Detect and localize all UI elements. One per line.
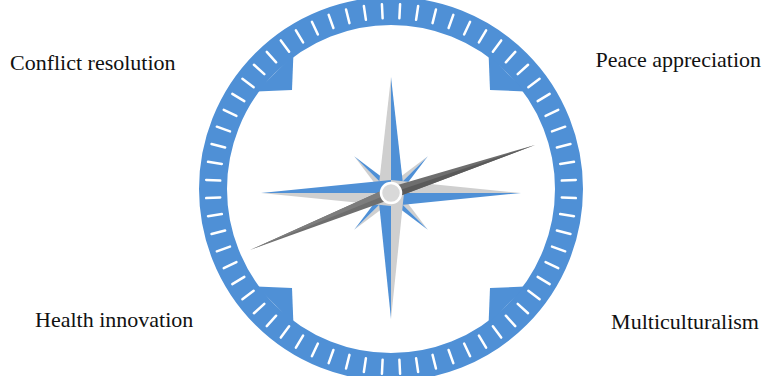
ring-tick [479, 336, 486, 348]
needle-half [250, 187, 391, 250]
ring-notches [257, 55, 526, 324]
ring-tick [479, 30, 486, 42]
ring-tick [364, 6, 366, 20]
corner-label: Multiculturalism [611, 309, 759, 335]
ring-tick [562, 196, 576, 199]
ring-tick [212, 231, 226, 234]
ring-tick [557, 231, 571, 234]
ring-tick [232, 94, 244, 101]
ring-tick [254, 65, 264, 74]
ring-notch [257, 287, 294, 324]
ring-tick [518, 65, 528, 74]
ring-tick [329, 15, 334, 28]
ring-tick [254, 304, 264, 313]
ring-tick [433, 10, 436, 24]
ring-tick [381, 4, 384, 18]
ring-tick [217, 127, 230, 132]
ring-tick [546, 110, 559, 116]
ring-tick [224, 110, 237, 116]
ring-tick [398, 360, 401, 374]
needle-half [391, 145, 535, 199]
ring-tick [433, 355, 436, 369]
ring-tick [267, 316, 276, 326]
star-point [391, 193, 404, 319]
ring-tick [296, 336, 303, 348]
ring-notch [489, 55, 526, 92]
ring-tick [346, 355, 349, 369]
star-point [391, 77, 404, 193]
corner-label: Health innovation [35, 307, 193, 333]
star-point [391, 193, 521, 206]
ring-tick [232, 277, 244, 284]
ring-ticks [206, 4, 576, 374]
ring-tick [528, 79, 539, 87]
ring-tick [560, 162, 574, 164]
ring-tick [381, 360, 384, 374]
ring-tick [552, 127, 565, 132]
ring-tick [296, 30, 303, 42]
ring-tick [346, 10, 349, 24]
ring-tick [281, 326, 289, 337]
ring-tick [217, 247, 230, 252]
ring-tick [464, 344, 470, 357]
ring-tick [329, 350, 334, 363]
ring-tick [364, 358, 366, 372]
ring-notch [489, 287, 526, 324]
ring-tick [493, 326, 501, 337]
ring-tick [242, 79, 253, 87]
star-point [261, 180, 391, 193]
ring-tick [506, 52, 515, 62]
ring-notch [257, 55, 294, 92]
ring-tick [557, 144, 571, 147]
ring-tick [560, 214, 574, 216]
ring-tick [267, 52, 276, 62]
star-point [378, 193, 391, 319]
ring-tick [552, 247, 565, 252]
ring-tick [493, 40, 501, 51]
ring-tick [449, 15, 454, 28]
ring-tick [206, 179, 220, 182]
ring-tick [398, 4, 401, 18]
ring-tick [546, 262, 559, 268]
needle-body [250, 145, 535, 250]
ring-tick [242, 291, 253, 299]
ring-tick [281, 40, 289, 51]
corner-label: Conflict resolution [10, 50, 176, 76]
compass-star [261, 77, 521, 319]
ring-tick [416, 6, 418, 20]
ring-tick [506, 316, 515, 326]
ring-tick [212, 144, 226, 147]
ring-tick [562, 179, 576, 182]
ring-tick [528, 291, 539, 299]
star-point [378, 77, 391, 193]
ring-tick [312, 22, 318, 35]
compass-needle [250, 145, 535, 250]
ring-tick [312, 344, 318, 357]
ring-tick [518, 304, 528, 313]
ring-tick [208, 162, 222, 164]
ring-tick [538, 94, 550, 101]
ring-tick [538, 277, 550, 284]
ring-tick [206, 196, 220, 199]
ring-tick [208, 214, 222, 216]
ring-tick [416, 358, 418, 372]
ring-band [213, 11, 569, 367]
compass-ring [206, 4, 576, 374]
ring-tick [449, 350, 454, 363]
center-pivot [381, 183, 401, 203]
ring-tick [464, 22, 470, 35]
corner-label: Peace appreciation [595, 47, 761, 73]
ring-tick [224, 262, 237, 268]
